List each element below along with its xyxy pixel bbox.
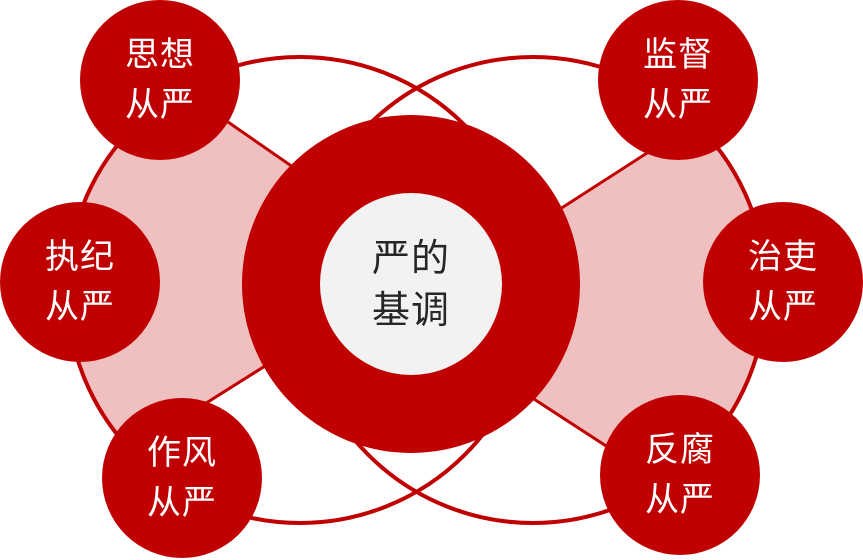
node-label-line1: 作风 <box>147 433 217 473</box>
node-supervision-strict[interactable]: 监督 从严 <box>598 0 758 160</box>
node-label-line2: 从严 <box>147 483 217 523</box>
node-label-line1: 治吏 <box>748 237 818 277</box>
node-anticorruption-strict[interactable]: 反腐 从严 <box>600 395 760 555</box>
center-node: 严的 基调 <box>320 193 502 375</box>
node-label-line1: 监督 <box>643 35 713 75</box>
node-label-line2: 从严 <box>45 287 115 327</box>
node-discipline-strict[interactable]: 执纪 从严 <box>0 202 160 362</box>
center-label-line1: 严的 <box>371 236 450 280</box>
node-label-line2: 从严 <box>748 287 818 327</box>
node-label-line1: 执纪 <box>45 237 115 277</box>
node-style-strict[interactable]: 作风 从严 <box>102 398 262 558</box>
node-label-line2: 从严 <box>125 85 195 125</box>
center-label-line2: 基调 <box>371 288 450 332</box>
node-official-governance-strict[interactable]: 治吏 从严 <box>703 202 863 362</box>
node-label-line2: 从严 <box>643 85 713 125</box>
node-label-line2: 从严 <box>645 480 715 520</box>
node-ideology-strict[interactable]: 思想 从严 <box>80 0 240 160</box>
node-label-line1: 反腐 <box>645 430 715 470</box>
node-label-line1: 思想 <box>125 35 195 75</box>
